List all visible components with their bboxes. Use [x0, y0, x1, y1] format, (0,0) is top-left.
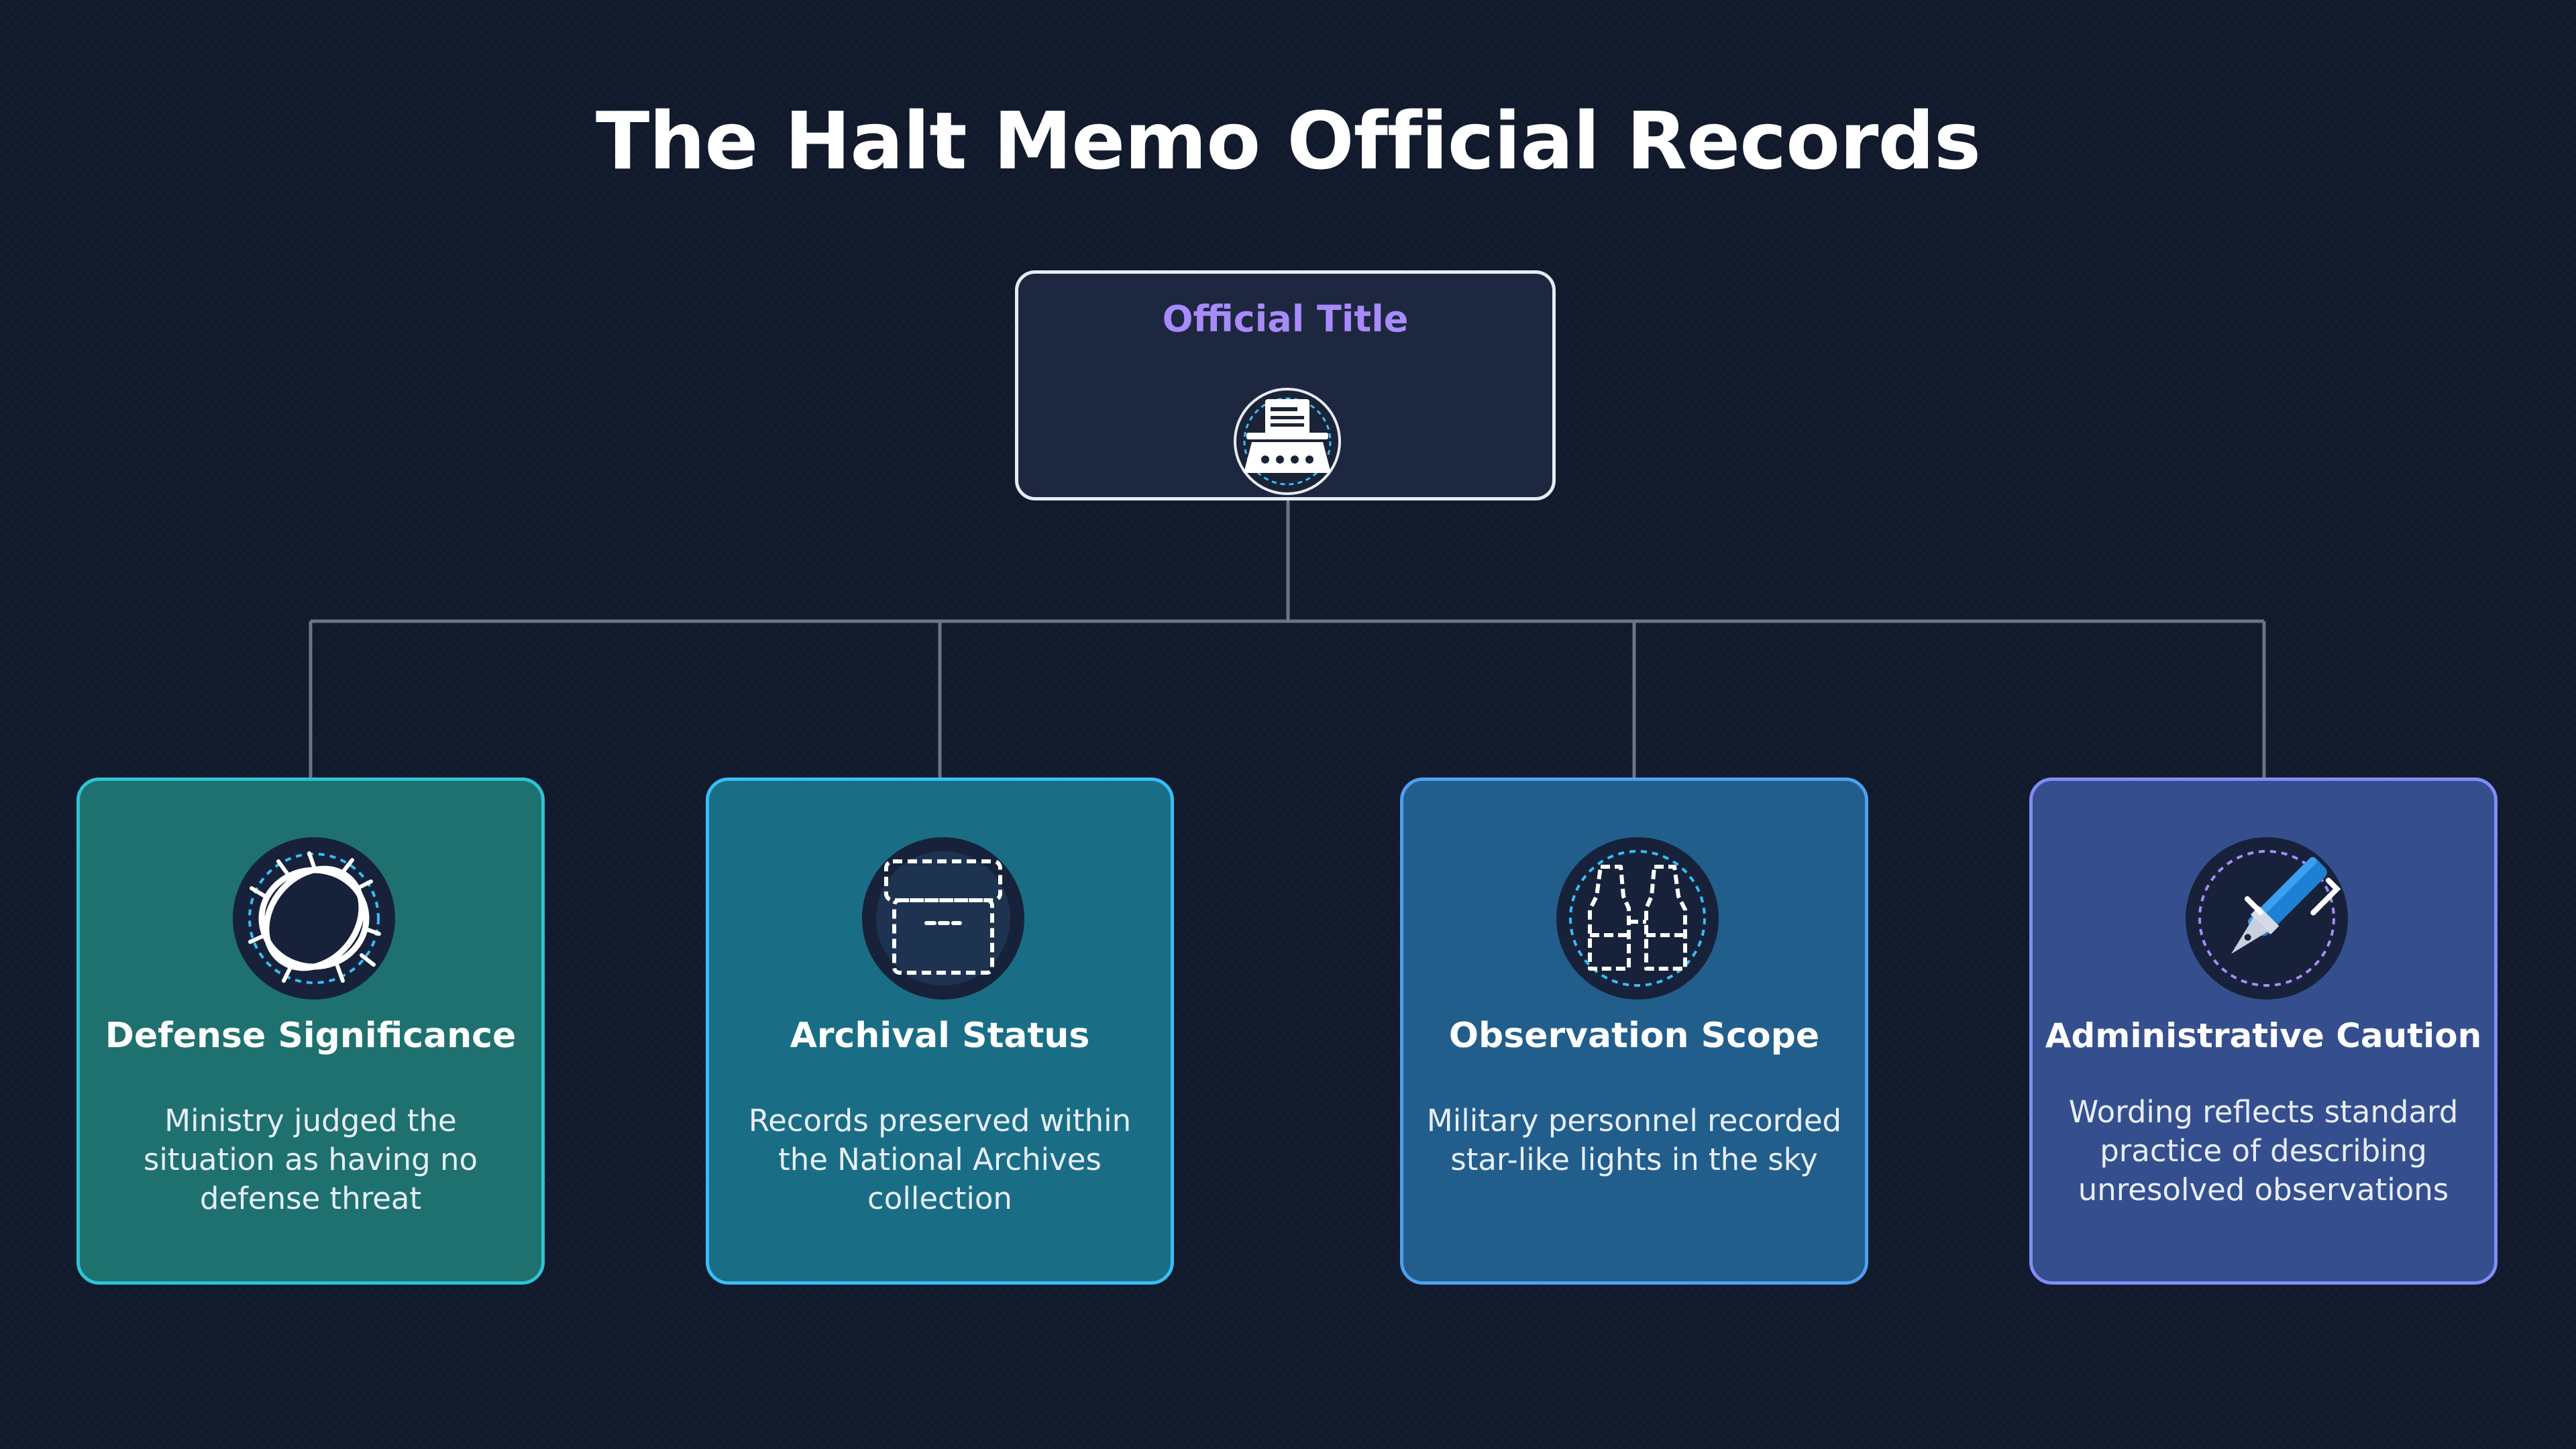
- binoculars-icon: [1556, 837, 1719, 1000]
- card-archival-status[interactable]: Archival Status Records preserved within…: [706, 777, 1174, 1285]
- root-node-title: Official Title: [1162, 298, 1409, 340]
- card-description: Records preserved within the National Ar…: [748, 1103, 1132, 1216]
- card-description: Ministry judged the situation as having …: [143, 1103, 478, 1216]
- card-title: Archival Status: [790, 1016, 1090, 1056]
- page-title: The Halt Memo Official Records: [595, 95, 1981, 187]
- card-title: Observation Scope: [1448, 1016, 1820, 1056]
- archive-box-icon: [862, 837, 1024, 1000]
- fountain-pen-icon: [2186, 837, 2348, 1000]
- typewriter-icon: [1234, 388, 1341, 495]
- card-description: Military personnel recorded star-like li…: [1426, 1103, 1842, 1177]
- card-title: Administrative Caution: [2045, 1016, 2482, 1055]
- card-title: Defense Significance: [105, 1016, 517, 1056]
- card-description: Wording reflects standard practice of de…: [2068, 1094, 2459, 1208]
- crown-of-thorns-icon: [233, 837, 395, 1000]
- root-node[interactable]: Official Title: [1015, 270, 1556, 500]
- card-observation-scope[interactable]: Observation Scope Military personnel rec…: [1400, 777, 1868, 1285]
- card-defense-significance[interactable]: Defense Significance Ministry judged the…: [76, 777, 545, 1285]
- card-administrative-caution[interactable]: Administrative Caution Wording reflects …: [2029, 777, 2498, 1285]
